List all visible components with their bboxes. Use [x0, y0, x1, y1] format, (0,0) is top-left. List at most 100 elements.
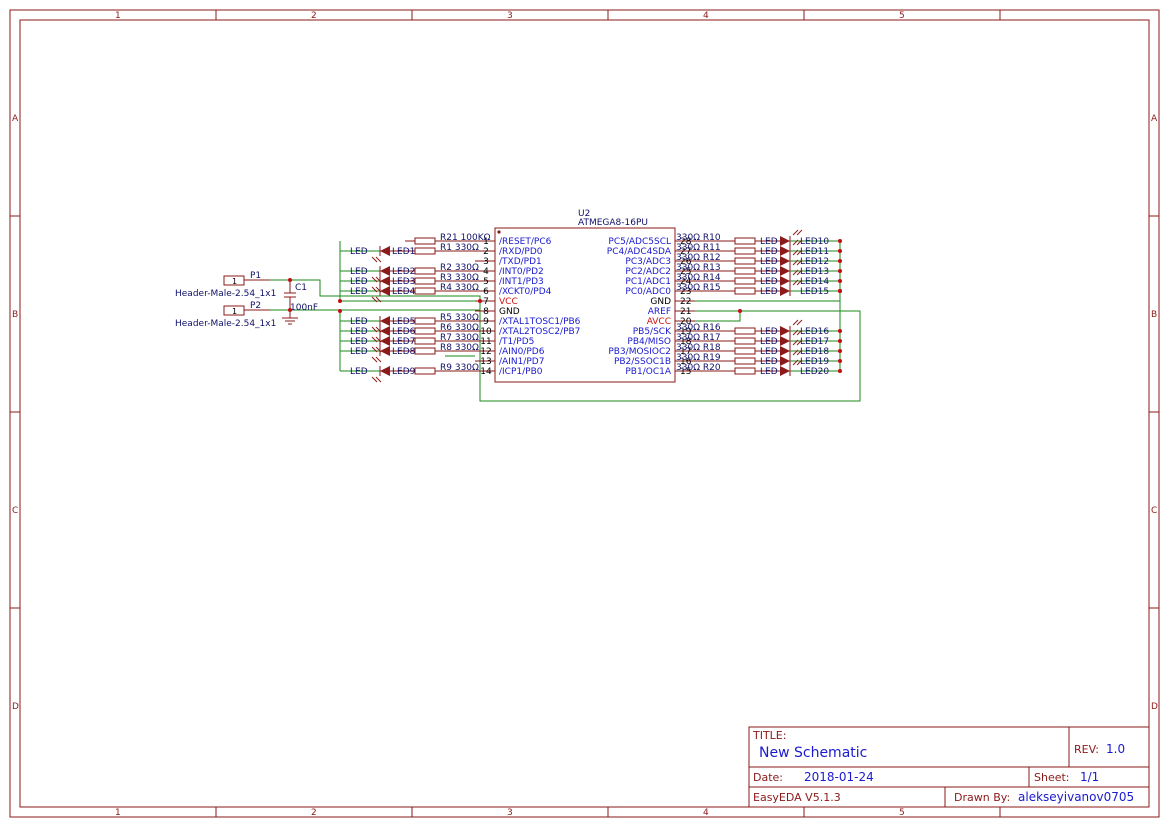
pin-name: PC3/ADC3 — [625, 257, 671, 267]
resistor[interactable] — [734, 347, 756, 355]
resistor[interactable] — [414, 287, 436, 295]
led-symbol[interactable] — [780, 256, 790, 266]
led-symbol[interactable] — [380, 326, 390, 336]
resistor[interactable] — [734, 367, 756, 375]
led-symbol[interactable] — [780, 336, 790, 346]
pin-number: 25 — [680, 267, 691, 277]
row-label: C — [1151, 506, 1157, 516]
led-symbol[interactable] — [780, 356, 790, 366]
resistor-label: 330Ω R17 — [676, 333, 721, 343]
led-ref: LED9 — [392, 367, 416, 377]
chip-ref: U2 — [578, 209, 590, 219]
frame-ticks — [10, 10, 1159, 817]
atmega8-chip[interactable]: U2 ATMEGA8-16PU — [494, 209, 676, 383]
resistor[interactable] — [414, 337, 436, 345]
pin-name: /ICP1/PB0 — [499, 367, 543, 377]
resistor[interactable] — [734, 287, 756, 295]
column-label: 1 — [115, 808, 121, 818]
led-type: LED — [350, 277, 368, 287]
junction-dot — [338, 309, 342, 313]
led-type: LED — [350, 317, 368, 327]
resistor[interactable] — [414, 277, 436, 285]
resistor[interactable] — [414, 267, 436, 275]
pin-number: 13 — [480, 357, 491, 367]
pin-name: PB2/SSOC1B — [614, 357, 671, 367]
led-ref: LED2 — [392, 267, 415, 277]
header-p1[interactable]: 1 P1 Header-Male-2.54_1x1 — [175, 271, 276, 299]
junction-dot — [838, 279, 842, 283]
sheet-value: 1/1 — [1080, 770, 1099, 784]
led-symbol[interactable] — [380, 246, 390, 256]
led-ref: LED8 — [392, 347, 416, 357]
c1-ref: C1 — [295, 283, 307, 293]
header-p2[interactable]: 1 P2 Header-Male-2.54_1x1 — [175, 301, 276, 329]
p1-ref: P1 — [250, 271, 261, 281]
pin-number: 3 — [483, 257, 489, 267]
led-symbol[interactable] — [380, 366, 390, 376]
led-type: LED — [350, 367, 368, 377]
resistor[interactable] — [414, 237, 436, 245]
resistor[interactable] — [734, 357, 756, 365]
led-symbol[interactable] — [380, 286, 390, 296]
column-label: 5 — [899, 11, 905, 21]
column-label: 3 — [507, 11, 513, 21]
led-symbol[interactable] — [780, 366, 790, 376]
led-symbol[interactable] — [780, 276, 790, 286]
pin-name: GND — [650, 297, 671, 307]
led-symbol[interactable] — [380, 316, 390, 326]
resistor[interactable] — [734, 277, 756, 285]
led-symbol[interactable] — [380, 266, 390, 276]
resistor[interactable] — [734, 337, 756, 345]
led-type: LED — [350, 247, 368, 257]
pin-number: 6 — [483, 287, 489, 297]
led-type: LED — [760, 337, 778, 347]
resistor[interactable] — [414, 347, 436, 355]
pin-name: AVCC — [647, 317, 671, 327]
led-symbol[interactable] — [780, 346, 790, 356]
resistor-label: 330Ω R13 — [676, 263, 721, 273]
led-symbol[interactable] — [780, 266, 790, 276]
led-symbol[interactable] — [380, 346, 390, 356]
led-symbol[interactable] — [380, 276, 390, 286]
pin-number: 4 — [483, 267, 489, 277]
led-type: LED — [350, 337, 368, 347]
row-label: B — [1151, 310, 1157, 320]
resistor[interactable] — [734, 327, 756, 335]
column-label: 2 — [311, 11, 317, 21]
resistor-label: R6 330Ω — [440, 323, 479, 333]
led-ref: LED14 — [800, 277, 829, 287]
resistor[interactable] — [414, 367, 436, 375]
led-symbol[interactable] — [780, 246, 790, 256]
resistor[interactable] — [734, 237, 756, 245]
resistor[interactable] — [734, 247, 756, 255]
pin-number: 19 — [680, 327, 692, 337]
junction-dot — [838, 349, 842, 353]
pin-number: 23 — [680, 287, 691, 297]
led-type: LED — [760, 237, 778, 247]
led-symbol[interactable] — [780, 286, 790, 296]
resistor[interactable] — [734, 267, 756, 275]
resistor[interactable] — [414, 317, 436, 325]
junction-dot — [838, 339, 842, 343]
resistor[interactable] — [414, 247, 436, 255]
wire — [270, 279, 481, 301]
led-symbol[interactable] — [380, 336, 390, 346]
led-symbol[interactable] — [780, 326, 790, 336]
led-ref: LED17 — [800, 337, 829, 347]
row-label: D — [12, 702, 19, 712]
c1-value: 100nF — [290, 303, 318, 313]
capacitor-c1[interactable]: C1 100nF — [284, 280, 318, 313]
pin-name: /AIN0/PD6 — [499, 347, 545, 357]
resistor-label: 330Ω R10 — [676, 233, 721, 243]
led-symbol[interactable] — [780, 236, 790, 246]
resistor[interactable] — [734, 257, 756, 265]
pin-number: 10 — [480, 327, 492, 337]
junction-dot — [838, 259, 842, 263]
led-ref: LED10 — [800, 237, 829, 247]
pin-number: 14 — [480, 367, 492, 377]
led-ref: LED15 — [800, 287, 829, 297]
title-label: TITLE: — [752, 729, 786, 742]
pin-number: 1 — [483, 237, 489, 247]
resistor[interactable] — [414, 327, 436, 335]
